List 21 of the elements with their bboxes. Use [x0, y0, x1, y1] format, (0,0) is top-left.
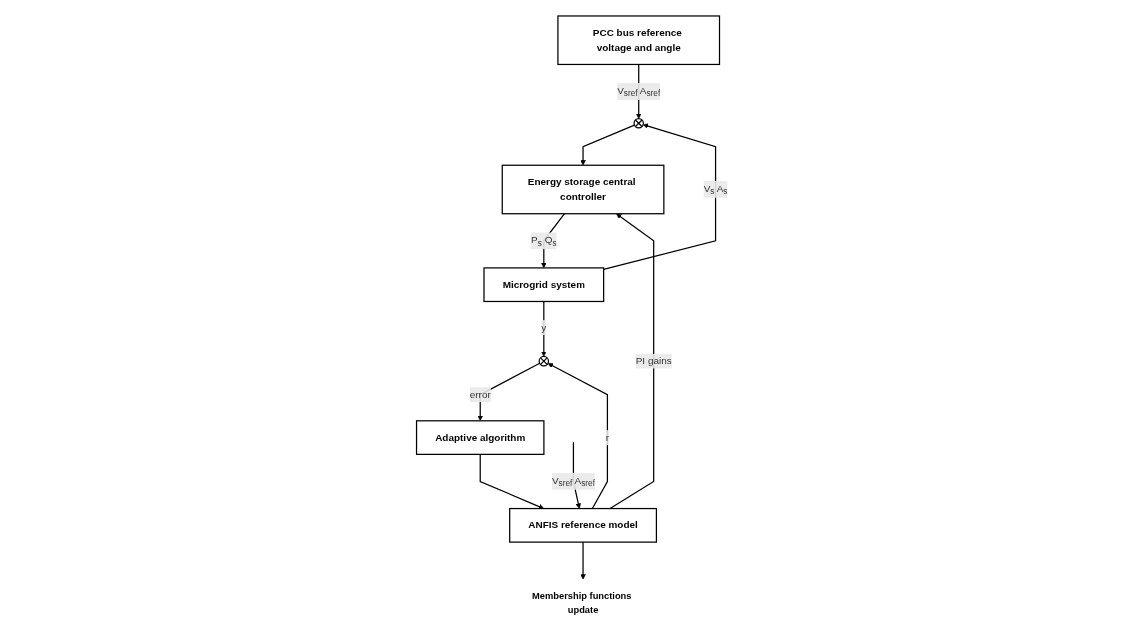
- edge-label: y: [541, 321, 547, 333]
- arrow: [580, 123, 636, 165]
- node-box: Adaptive algorithm: [415, 419, 545, 455]
- edge-label: PI gains: [635, 355, 672, 366]
- edge-label: P$_{s}$ Q$_{s}$: [531, 233, 557, 247]
- arrow: [477, 362, 541, 421]
- node-box: Energy storage central controller: [501, 164, 665, 214]
- arrow: [609, 213, 655, 509]
- edge-label: error: [469, 388, 491, 400]
- edge-label: r: [605, 431, 610, 443]
- edge-label: V$_{sref}$ A$_{sref}$: [617, 84, 661, 98]
- arrow: [541, 300, 547, 357]
- arrow: [580, 541, 586, 580]
- arrow: [603, 122, 717, 270]
- arrow: [479, 453, 544, 509]
- node-box: ANFIS reference model: [509, 507, 658, 543]
- node-box: Microgrid system: [483, 266, 605, 302]
- edge-label: V$_{sref}$ A$_{sref}$: [551, 474, 595, 488]
- node-text: Membership functions update: [532, 589, 632, 615]
- edge-label: V$_{s}$ A$_{s}$: [703, 182, 728, 196]
- node-box: PCC bus reference voltage and angle: [557, 14, 721, 65]
